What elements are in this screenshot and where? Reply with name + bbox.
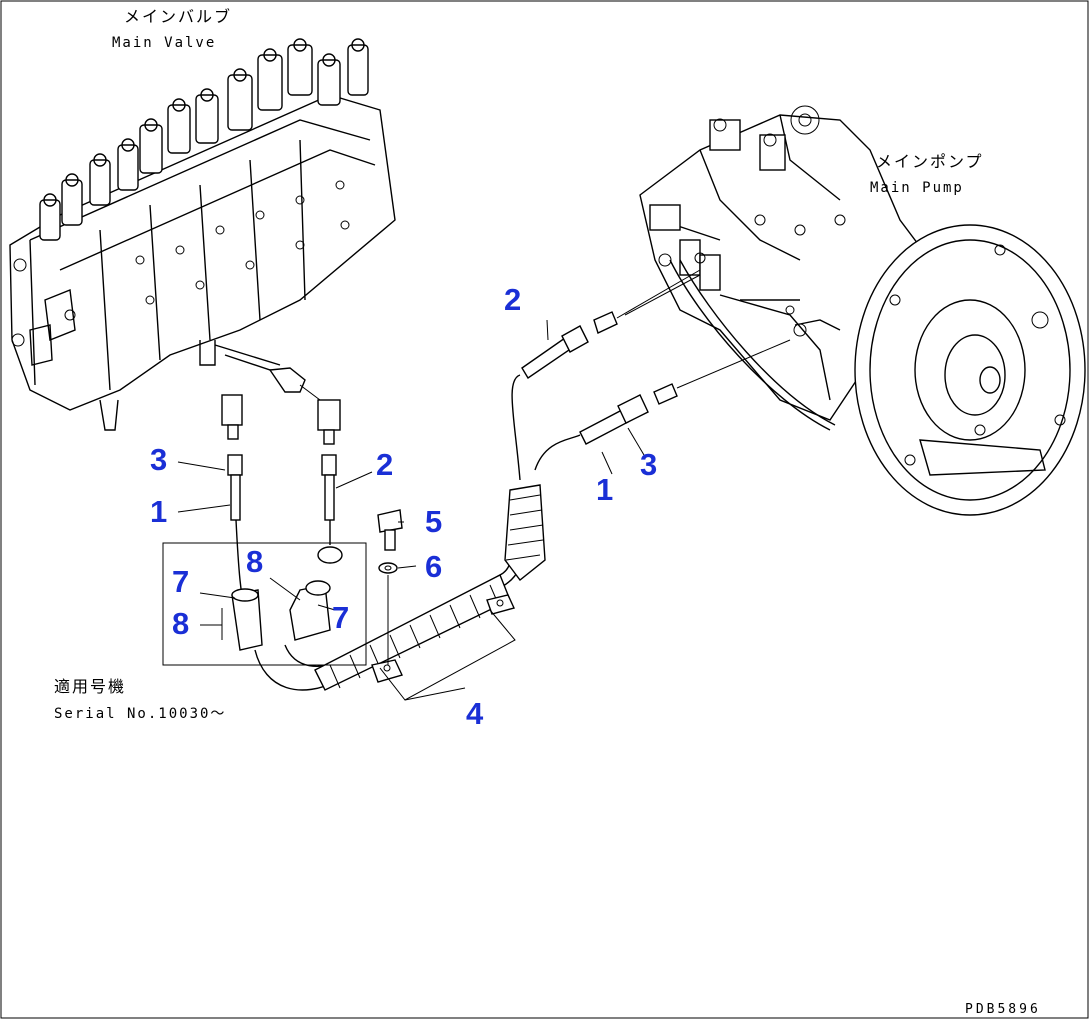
main-valve-illustration: [9, 38, 396, 431]
callout-2-left: 2: [376, 447, 393, 482]
main-pump-label-jp: メインポンプ: [876, 152, 984, 171]
hose-1-fitting-right: [579, 339, 791, 445]
washer-6: [378, 562, 398, 665]
callout-1-right: 1: [596, 472, 613, 507]
callout-5: 5: [425, 504, 442, 539]
callout-4-bracket: [379, 609, 516, 701]
valve-elbow-fittings: [221, 367, 341, 445]
callout-7-left: 7: [172, 564, 189, 599]
callout-8-right: 8: [246, 544, 263, 579]
hose-assembly: [227, 374, 581, 691]
bolt-5: [377, 509, 403, 551]
callout-2-right: 2: [504, 282, 521, 317]
callout-7-right: 7: [332, 600, 349, 635]
callout-6: 6: [425, 549, 442, 584]
main-pump-label-en: Main Pump: [870, 180, 964, 196]
serial-label-jp: 適用号機: [54, 677, 126, 696]
hose-2-fitting-right: [521, 269, 701, 379]
callout-8-left: 8: [172, 606, 189, 641]
main-valve-label-en: Main Valve: [112, 35, 216, 51]
callout-4: 4: [466, 696, 484, 731]
main-pump-illustration: [639, 105, 1086, 516]
callout-1-left: 1: [150, 494, 167, 529]
callout-leaders: [177, 319, 645, 701]
serial-label-en: Serial No.10030～: [54, 706, 226, 722]
callout-3-right: 3: [640, 447, 657, 482]
callout-3-left: 3: [150, 442, 167, 477]
serial-applicability-box: [162, 542, 367, 666]
drawing-code: PDB5896: [965, 1002, 1041, 1017]
main-valve-label-jp: メインバルブ: [124, 7, 232, 26]
